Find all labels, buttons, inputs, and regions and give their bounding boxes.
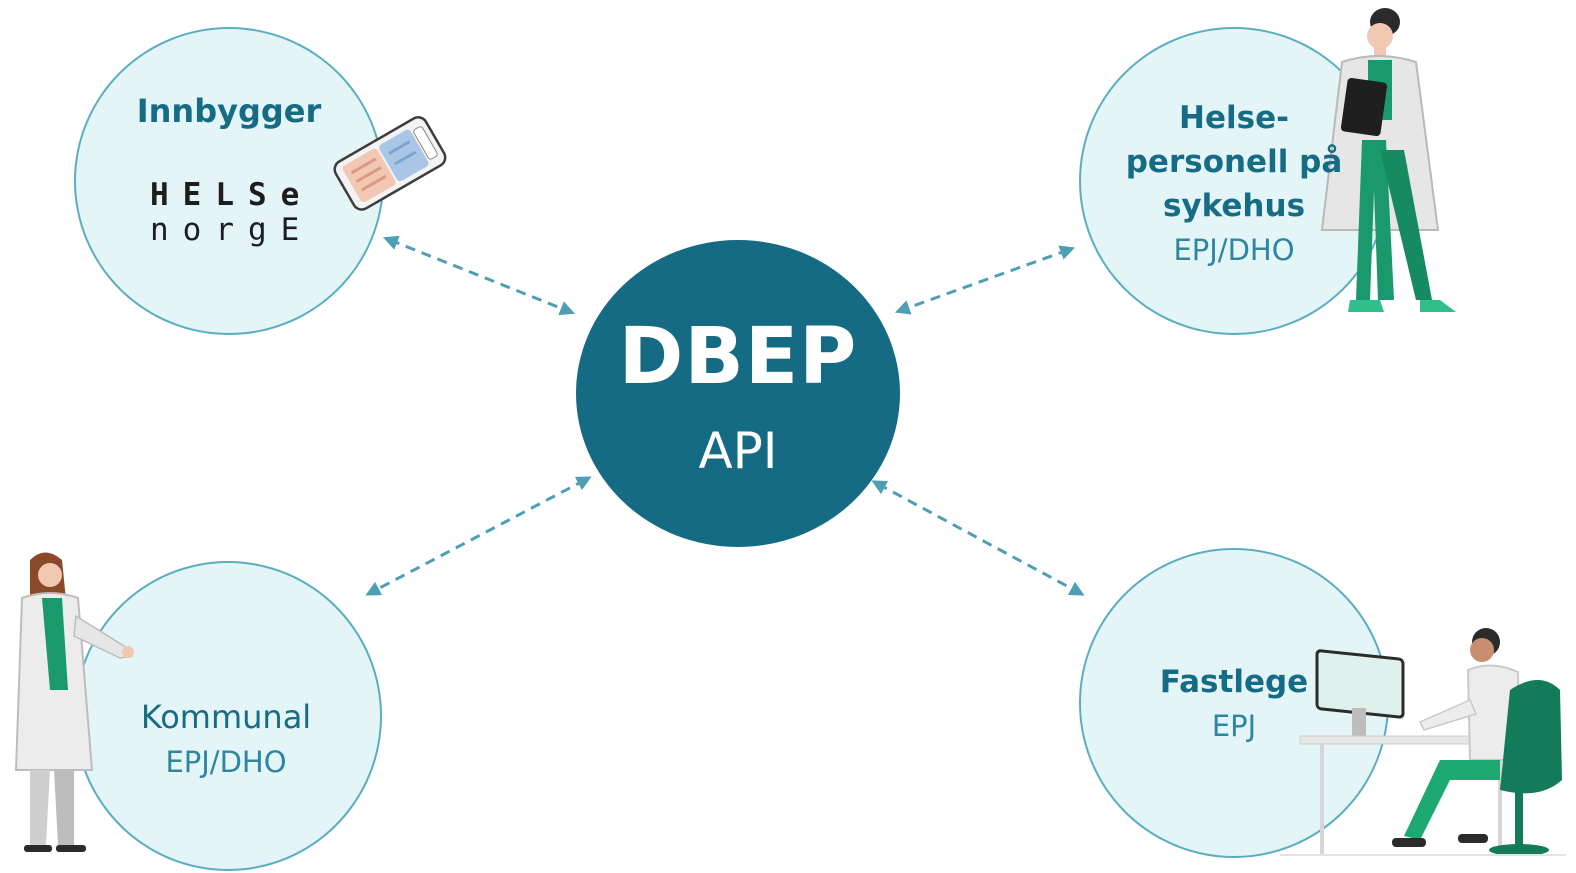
fastlege-label: Fastlege EPJ (1120, 660, 1348, 748)
arrow-innbygger (383, 235, 575, 316)
innbygger-bubble (74, 27, 384, 335)
doctor-figure-icon (1320, 8, 1456, 312)
logo-line-2: norgE (150, 212, 314, 248)
phone-icon (333, 116, 447, 211)
sykehus-title-2: personell på (1125, 144, 1343, 180)
nurse-figure-icon (14, 552, 134, 852)
arrow-fastlege (871, 480, 1085, 596)
kommunal-title: Kommunal (140, 698, 312, 736)
helsenorge-logo: HELSe norgE (150, 178, 313, 248)
dbep-hub (576, 240, 900, 547)
sykehus-title-3: sykehus (1162, 188, 1306, 224)
innbygger-title: Innbygger (136, 92, 322, 130)
innbygger-label: Innbygger (114, 92, 344, 130)
arrow-sykehus (894, 245, 1076, 315)
fastlege-title: Fastlege (1159, 664, 1309, 700)
gp-at-desk-icon (1280, 628, 1566, 856)
sykehus-title-1: Helse- (1179, 100, 1289, 136)
arrow-kommunal (365, 476, 592, 596)
sykehus-label: Helse- personell på sykehus EPJ/DHO (1104, 96, 1364, 272)
kommunal-system: EPJ/DHO (165, 745, 287, 779)
kommunal-bubble (74, 561, 382, 871)
hub-subtitle: API (698, 422, 778, 480)
hub-title: DBEP (618, 312, 858, 402)
sykehus-system: EPJ/DHO (1173, 233, 1295, 267)
logo-line-1: HELSe (150, 177, 314, 213)
fastlege-system: EPJ (1211, 709, 1257, 743)
kommunal-label: Kommunal EPJ/DHO (110, 694, 342, 784)
